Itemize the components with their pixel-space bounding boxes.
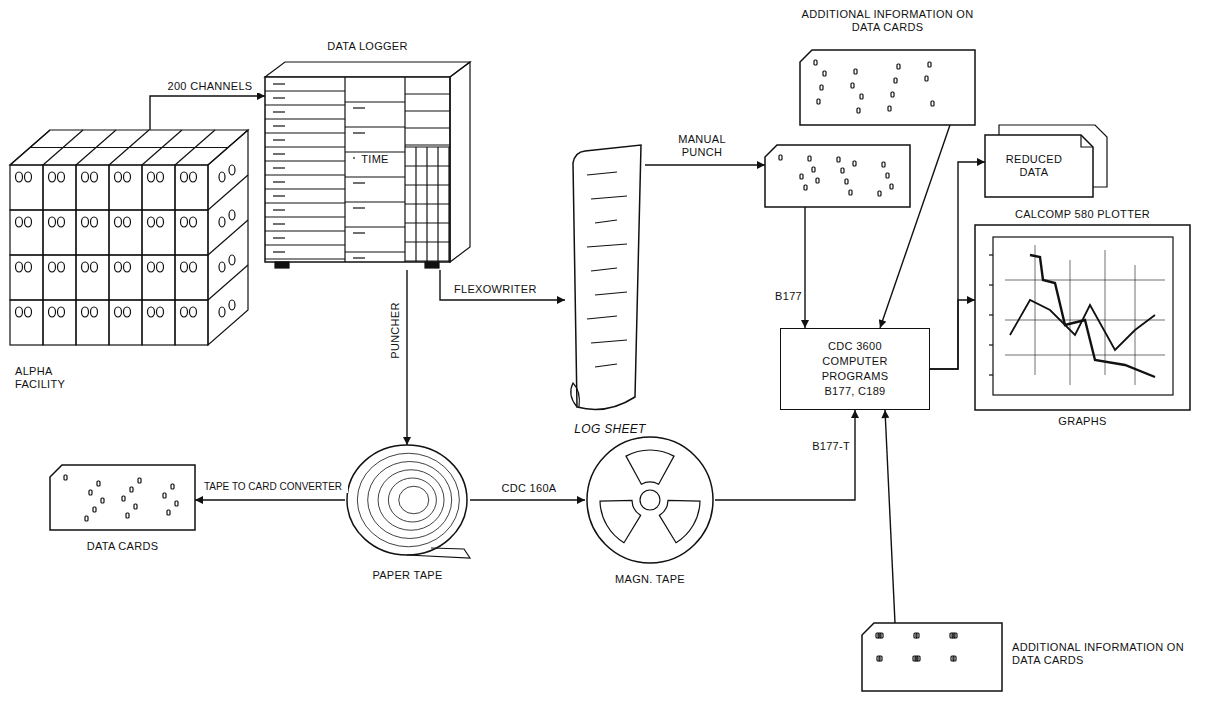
edge-label: MANUAL PUNCH [668, 133, 736, 159]
node-label: GRAPHS [975, 415, 1190, 428]
flow-arrow [930, 300, 975, 369]
node-label: ADDITIONAL INFORMATION ON DATA CARDS [1012, 641, 1197, 667]
punched-card-outline [800, 50, 975, 125]
flow-arrow [440, 270, 565, 300]
punched-card [765, 145, 910, 207]
edge-label: FLEXOWRITER [452, 283, 556, 296]
plotter-graph-outline [975, 225, 1190, 410]
log-sheet-outline [565, 145, 645, 415]
punched-card: DATA CARDS [50, 465, 195, 530]
magnetic-tape-reel-outline [585, 435, 715, 565]
facility-illustration: ALPHA FACILITY [10, 130, 250, 355]
edge-label: PUNCHER [389, 294, 402, 368]
node-label: ALPHA FACILITY [15, 365, 95, 391]
flow-arrow [804, 207, 805, 328]
magnetic-tape-reel: MAGN. TAPE [585, 435, 715, 565]
node-label: ADDITIONAL INFORMATION ON DATA CARDS [800, 8, 975, 34]
flow-arrow [645, 164, 765, 165]
log-sheet: LOG SHEET [565, 145, 645, 415]
flow-arrow [885, 410, 895, 623]
node-label: CALCOMP 580 PLOTTER [975, 208, 1190, 221]
edge-label: CDC 160A [482, 482, 576, 495]
node-label: MAGN. TAPE [585, 573, 715, 586]
edge-label: B177-T [790, 440, 852, 453]
node-label: DATA LOGGER [265, 40, 470, 53]
printout-pages: REDUCED DATA [985, 125, 1107, 197]
node-label: LOG SHEET [565, 423, 655, 436]
flow-arrow [406, 270, 407, 445]
punched-card-outline [50, 465, 195, 530]
edge-label: TAPE TO CARD CONVERTER [198, 480, 348, 493]
node-label: DATA CARDS [50, 540, 195, 553]
data-logger-cabinet-outline [265, 62, 470, 270]
punched-card-outline [862, 623, 1002, 691]
plotter-graph: CALCOMP 580 PLOTTERGRAPHS [975, 225, 1190, 410]
flow-arrow [150, 96, 265, 130]
flow-arrow [930, 162, 985, 369]
paper-tape-roll: PAPER TAPE [345, 445, 470, 560]
data-logger-cabinet: DATA LOGGERTIME [265, 62, 470, 270]
edge-label: 200 CHANNELS [158, 80, 262, 93]
punched-card: ADDITIONAL INFORMATION ON DATA CARDS [800, 50, 975, 125]
flow-arrow [195, 499, 345, 500]
node-label: PAPER TAPE [345, 569, 470, 582]
computer-box: CDC 3600 COMPUTER PROGRAMS B177, C189 [780, 328, 930, 410]
edge-label: B177 [750, 290, 804, 303]
node-label: CDC 3600 COMPUTER PROGRAMS B177, C189 [781, 331, 929, 407]
paper-tape-roll-outline [345, 445, 470, 560]
node-label: REDUCED DATA [999, 153, 1069, 179]
node-label: TIME [355, 153, 395, 166]
flow-arrow [715, 410, 855, 500]
punched-card: ADDITIONAL INFORMATION ON DATA CARDS [862, 623, 1002, 691]
facility-illustration-outline [10, 130, 250, 355]
punched-card-outline [765, 145, 910, 207]
flow-arrow [470, 499, 585, 500]
